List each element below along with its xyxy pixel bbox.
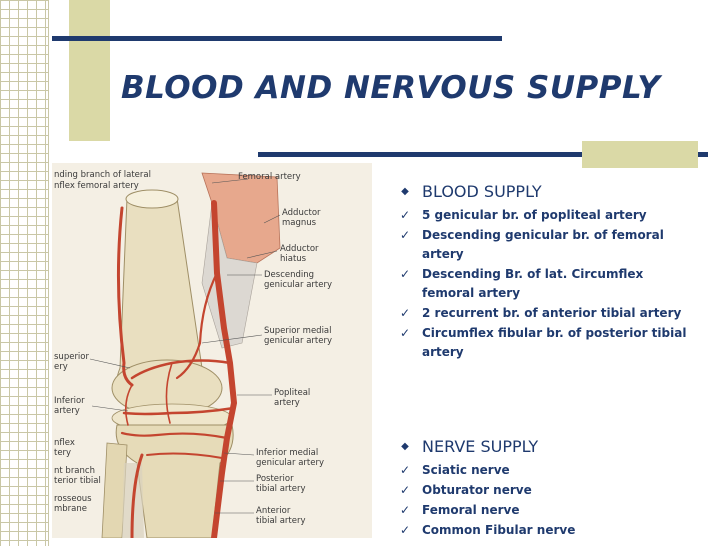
- list-item: ✓ 5 genicular br. of popliteal artery: [398, 206, 698, 225]
- checkmark-icon: ✓: [399, 523, 411, 537]
- list-item: ✓ Descending Br. of lat. Circumflex femo…: [398, 265, 698, 303]
- label-descending-genicular-2: genicular artery: [264, 280, 332, 290]
- label-femoral-artery: Femoral artery: [238, 172, 301, 182]
- label-recurrent-branch: nt branch: [54, 466, 95, 476]
- list-item: ✓ Obturator nerve: [398, 481, 698, 500]
- diamond-bullet-icon: ◆: [401, 440, 409, 452]
- label-circumflex: nflex: [54, 438, 75, 448]
- list-item: ✓ Sciatic nerve: [398, 461, 698, 480]
- label-popliteal: Popliteal: [274, 388, 310, 398]
- label-inferior-lateral: Inferior: [54, 396, 85, 406]
- femur-cut-surface: [125, 189, 179, 209]
- label-posterior-tibial: Posterior: [256, 474, 294, 484]
- label-inferior-lateral-2: artery: [54, 406, 80, 416]
- nerve-supply-heading-row: ◆ NERVE SUPPLY: [398, 435, 698, 457]
- checkmark-icon: ✓: [399, 306, 411, 320]
- list-item-text: Femoral nerve: [422, 503, 520, 517]
- label-anterior-tibial-2: tibial artery: [256, 516, 306, 526]
- leader-lines: [89, 178, 281, 514]
- label-interosseous-2: mbrane: [54, 504, 87, 514]
- checkmark-icon: ✓: [399, 483, 411, 497]
- label-adductor-hiatus-2: hiatus: [280, 254, 307, 264]
- list-item-text: 2 recurrent br. of anterior tibial arter…: [422, 306, 682, 320]
- list-item-text: Descending Br. of lat. Circumflex femora…: [422, 267, 644, 300]
- diamond-bullet-icon: ◆: [401, 185, 409, 197]
- label-superior-lateral-2: ery: [54, 362, 68, 372]
- list-item-text: Common Fibular nerve: [422, 523, 576, 537]
- label-adductor-magnus: Adductor: [282, 208, 321, 218]
- decorative-olive-block: [69, 0, 110, 141]
- checkmark-icon: ✓: [399, 326, 411, 340]
- artery-network: [116, 200, 238, 538]
- label-superior-medial-2: genicular artery: [264, 336, 332, 346]
- label-descending-branch-lateral: nding branch of lateral: [54, 170, 151, 180]
- checkmark-icon: ✓: [399, 503, 411, 517]
- decorative-olive-block-right: [582, 141, 698, 168]
- decorative-grid-strip: [0, 0, 49, 546]
- label-superior-medial: Superior medial: [264, 326, 332, 336]
- label-inferior-medial: Inferior medial: [256, 448, 318, 458]
- fibula-bone: [101, 442, 128, 538]
- checkmark-icon: ✓: [399, 267, 411, 281]
- label-descending-genicular: Descending: [264, 270, 314, 280]
- nerve-supply-heading: NERVE SUPPLY: [422, 436, 539, 456]
- checkmark-icon: ✓: [399, 228, 411, 242]
- label-adductor-hiatus: Adductor: [280, 244, 319, 254]
- list-item: ✓ Descending genicular br. of femoral ar…: [398, 226, 698, 264]
- blood-supply-heading: BLOOD SUPPLY: [422, 181, 542, 201]
- label-posterior-tibial-2: tibial artery: [256, 484, 306, 494]
- title-rule-bottom: [258, 152, 708, 157]
- tibia-bone: [115, 424, 234, 538]
- label-descending-branch-lateral-2: nflex femoral artery: [54, 181, 139, 191]
- list-item: ✓ 2 recurrent br. of anterior tibial art…: [398, 304, 698, 323]
- blood-supply-section: ◆ BLOOD SUPPLY ✓ 5 genicular br. of popl…: [398, 180, 698, 363]
- label-interosseous: rosseous: [54, 494, 92, 504]
- list-item: ✓ Femoral nerve: [398, 501, 698, 520]
- checkmark-icon: ✓: [399, 463, 411, 477]
- label-adductor-magnus-2: magnus: [282, 218, 317, 228]
- list-item-text: Obturator nerve: [422, 483, 532, 497]
- checkmark-icon: ✓: [399, 208, 411, 222]
- label-inferior-medial-2: genicular artery: [256, 458, 324, 468]
- label-recurrent-branch-2: terior tibial: [54, 476, 101, 486]
- list-item-text: Descending genicular br. of femoral arte…: [422, 228, 664, 261]
- list-item-text: Circumflex fibular br. of posterior tibi…: [422, 326, 687, 359]
- nerve-supply-section: ◆ NERVE SUPPLY ✓ Sciatic nerve ✓ Obturat…: [398, 435, 698, 541]
- label-popliteal-2: artery: [274, 398, 300, 408]
- list-item-text: 5 genicular br. of popliteal artery: [422, 208, 647, 222]
- list-item: ✓ Common Fibular nerve: [398, 521, 698, 540]
- knee-arteries-illustration: nding branch of lateral nflex femoral ar…: [52, 163, 372, 538]
- list-item-text: Sciatic nerve: [422, 463, 510, 477]
- blood-supply-heading-row: ◆ BLOOD SUPPLY: [398, 180, 698, 202]
- label-anterior-tibial: Anterior: [256, 506, 291, 516]
- title-rule-top: [52, 36, 502, 41]
- label-circumflex-2: tery: [54, 448, 71, 458]
- slide-title: BLOOD AND NERVOUS SUPPLY: [121, 70, 661, 106]
- list-item: ✓ Circumflex fibular br. of posterior ti…: [398, 324, 698, 362]
- label-superior-lateral: superior: [54, 352, 89, 362]
